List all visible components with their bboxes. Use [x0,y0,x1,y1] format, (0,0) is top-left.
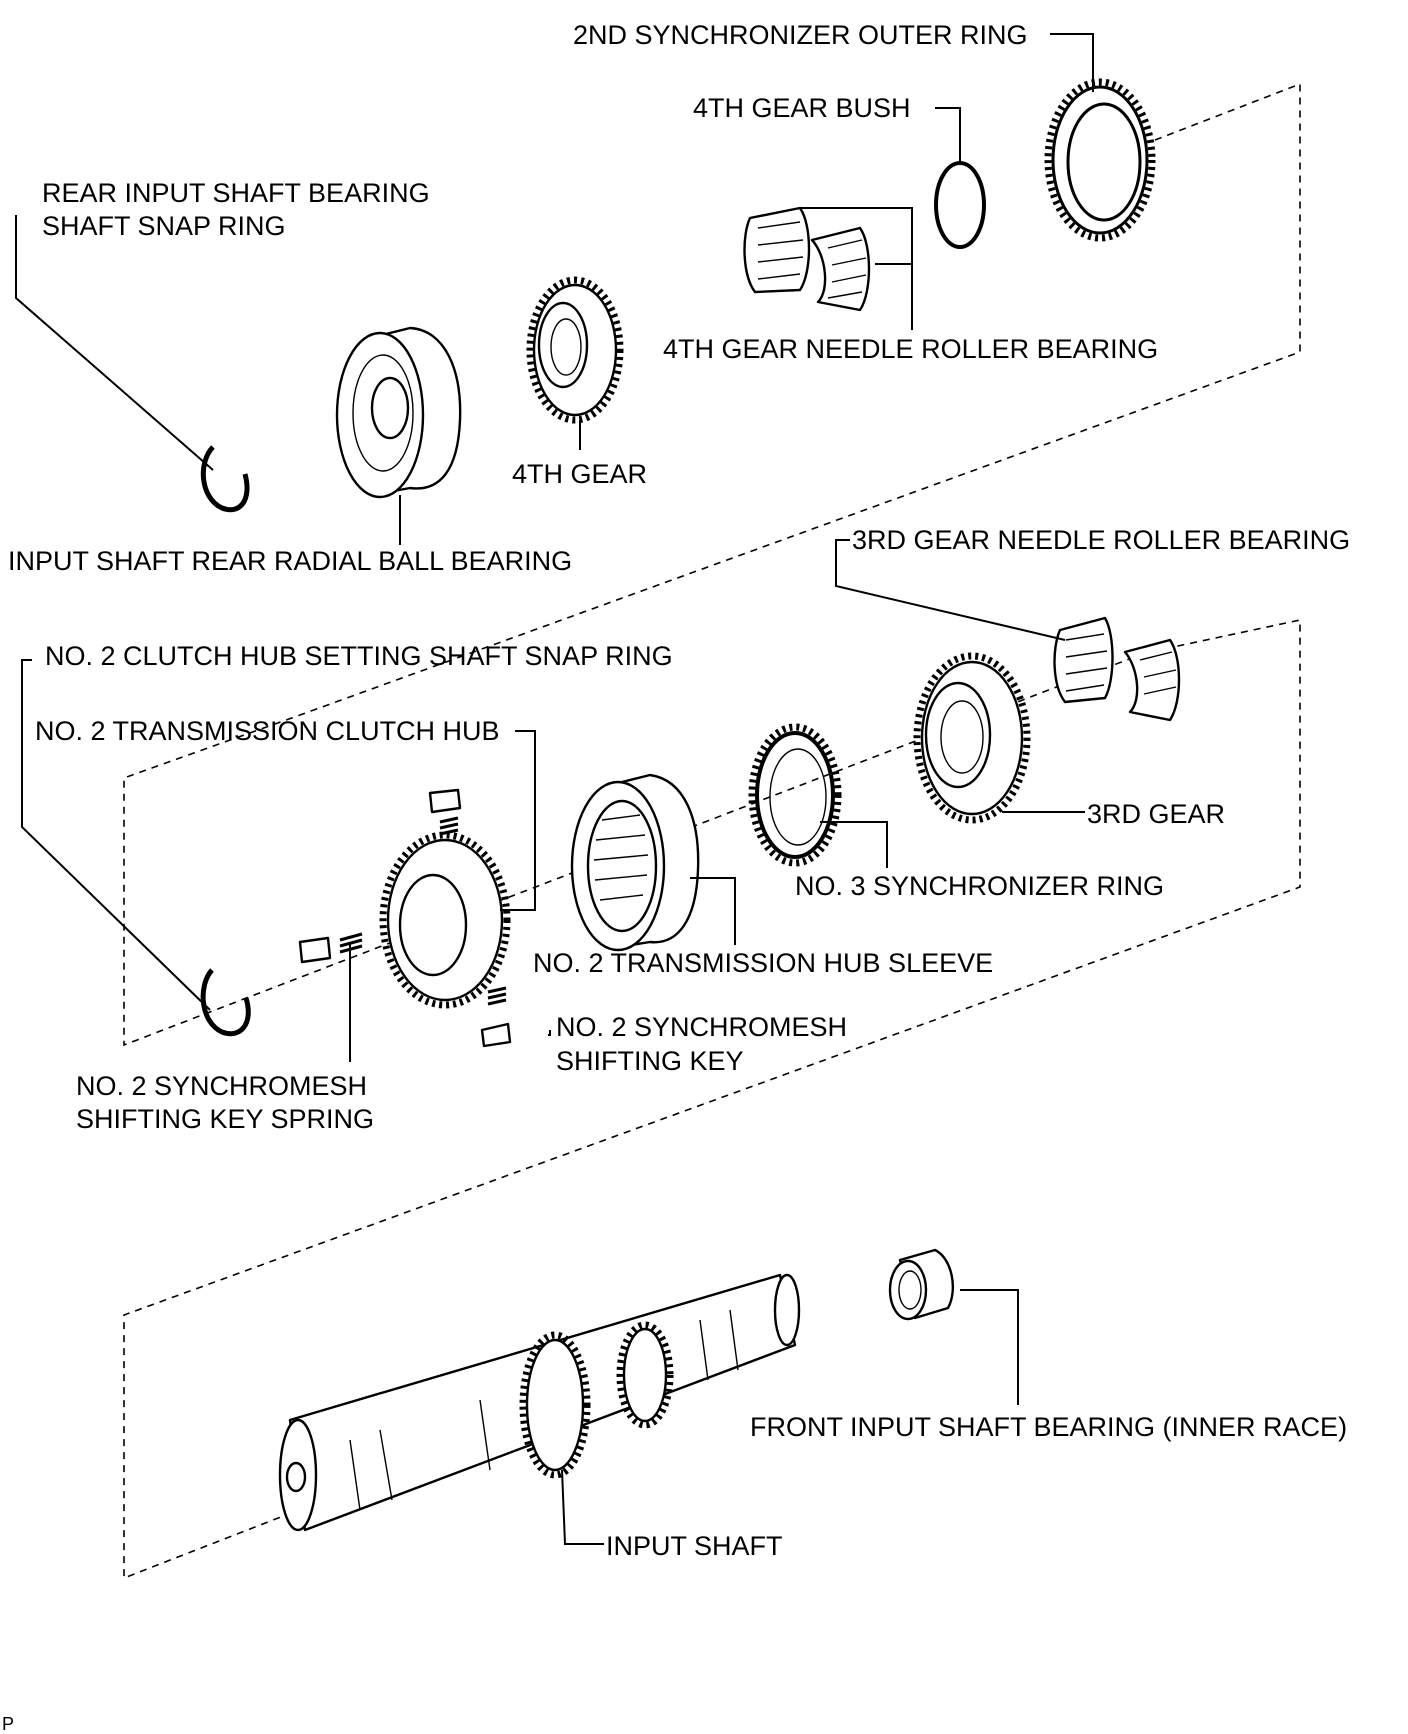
front-bearing-inner-race [888,1248,955,1321]
rear-radial-ball-bearing [335,326,462,499]
label-shifting-key-line1: NO. 2 SYNCHROMESH [556,1012,847,1042]
label-rear-snap-ring-line2: SHAFT SNAP RING [42,211,286,241]
label-rear-radial-ball-bearing: INPUT SHAFT REAR RADIAL BALL BEARING [8,546,572,576]
fourth-gear-bush [934,161,986,249]
part-labels: 2ND SYNCHRONIZER OUTER RING 4TH GEAR BUS… [2,20,1350,1734]
label-rear-snap-ring-line1: REAR INPUT SHAFT BEARING [42,178,430,208]
footer-code: P [2,1714,14,1734]
clutch-hub-snap-ring [200,968,251,1037]
rear-snap-ring [200,445,250,513]
label-no3-synchronizer-ring: NO. 3 SYNCHRONIZER RING [795,871,1164,901]
input-shaft-drawing [278,1273,801,1532]
label-4th-gear: 4TH GEAR [512,459,647,489]
label-3rd-gear-needle-roller-bearing: 3RD GEAR NEEDLE ROLLER BEARING [852,525,1350,555]
label-hub-sleeve: NO. 2 TRANSMISSION HUB SLEEVE [533,948,993,978]
label-key-spring-line1: NO. 2 SYNCHROMESH [76,1071,367,1101]
fourth-gear [526,276,624,424]
label-front-bearing-inner-race: FRONT INPUT SHAFT BEARING (INNER RACE) [750,1412,1347,1442]
fourth-gear-needle-roller-bearing [743,206,871,312]
third-gear [913,652,1031,824]
leader-lines [15,33,1094,1545]
label-clutch-hub-snap-ring: NO. 2 CLUTCH HUB SETTING SHAFT SNAP RING [45,641,673,671]
label-input-shaft: INPUT SHAFT [606,1531,783,1561]
no3-synchronizer-ring [748,723,842,867]
label-4th-gear-bush: 4TH GEAR BUSH [693,93,911,123]
clutch-hub [379,788,512,1048]
label-2nd-synchronizer-outer-ring: 2ND SYNCHRONIZER OUTER RING [573,20,1028,50]
label-4th-gear-needle-roller-bearing: 4TH GEAR NEEDLE ROLLER BEARING [663,334,1158,364]
third-gear-needle-roller-bearing [1053,616,1181,722]
hub-sleeve [570,773,700,952]
label-shifting-key-line2: SHIFTING KEY [556,1046,744,1076]
label-clutch-hub: NO. 2 TRANSMISSION CLUTCH HUB [35,716,500,746]
second-synchronizer-outer-ring [1044,78,1156,242]
label-3rd-gear: 3RD GEAR [1087,799,1225,829]
label-key-spring-line2: SHIFTING KEY SPRING [76,1104,374,1134]
